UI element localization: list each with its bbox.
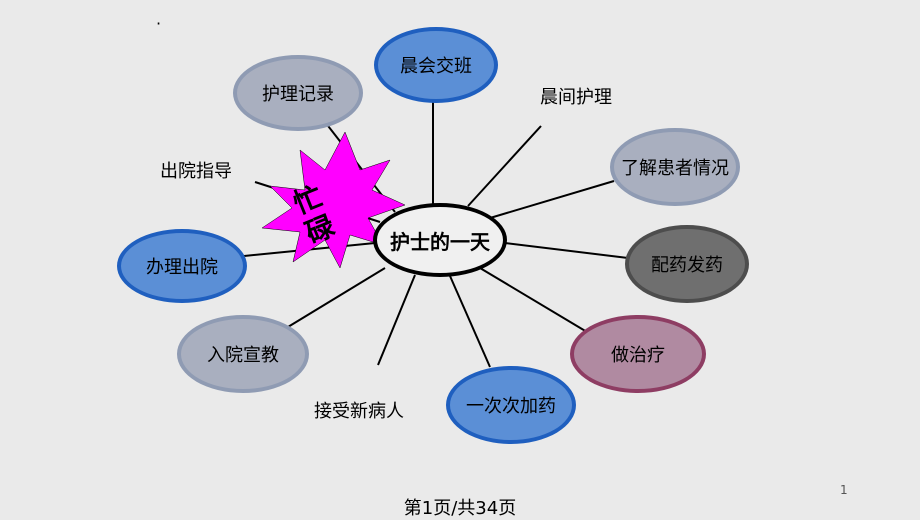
node-label: 一次次加药 [466, 396, 556, 417]
label-morning-care: 晨间护理 [540, 87, 612, 108]
node-nursing-record: 护理记录 [233, 55, 363, 131]
node-label: 配药发药 [651, 255, 723, 276]
node-dispense-medicine: 配药发药 [625, 225, 749, 303]
bullet-dot: · [156, 14, 162, 33]
page-number: 1 [840, 483, 848, 497]
center-label: 护士的一天 [390, 229, 490, 254]
node-treatment: 做治疗 [570, 315, 706, 393]
node-label: 办理出院 [146, 257, 218, 278]
label-discharge-guidance: 出院指导 [160, 161, 232, 182]
node-label: 做治疗 [611, 345, 665, 366]
node-label: 了解患者情况 [621, 158, 729, 179]
center-node: 护士的一天 [373, 203, 507, 277]
node-handle-discharge: 办理出院 [117, 229, 247, 303]
label-receive-patient: 接受新病人 [314, 401, 404, 422]
node-label: 护理记录 [262, 84, 334, 105]
node-shift-handover: 晨会交班 [374, 27, 498, 103]
node-admission-education: 入院宣教 [177, 315, 309, 393]
node-add-medicine: 一次次加药 [446, 366, 576, 444]
footer-page-indicator: 第1页/共34页 [403, 498, 517, 519]
node-label: 晨会交班 [400, 56, 472, 77]
burst-shape [261, 131, 406, 269]
node-understand-patient: 了解患者情况 [610, 128, 740, 206]
node-label: 入院宣教 [207, 345, 279, 366]
